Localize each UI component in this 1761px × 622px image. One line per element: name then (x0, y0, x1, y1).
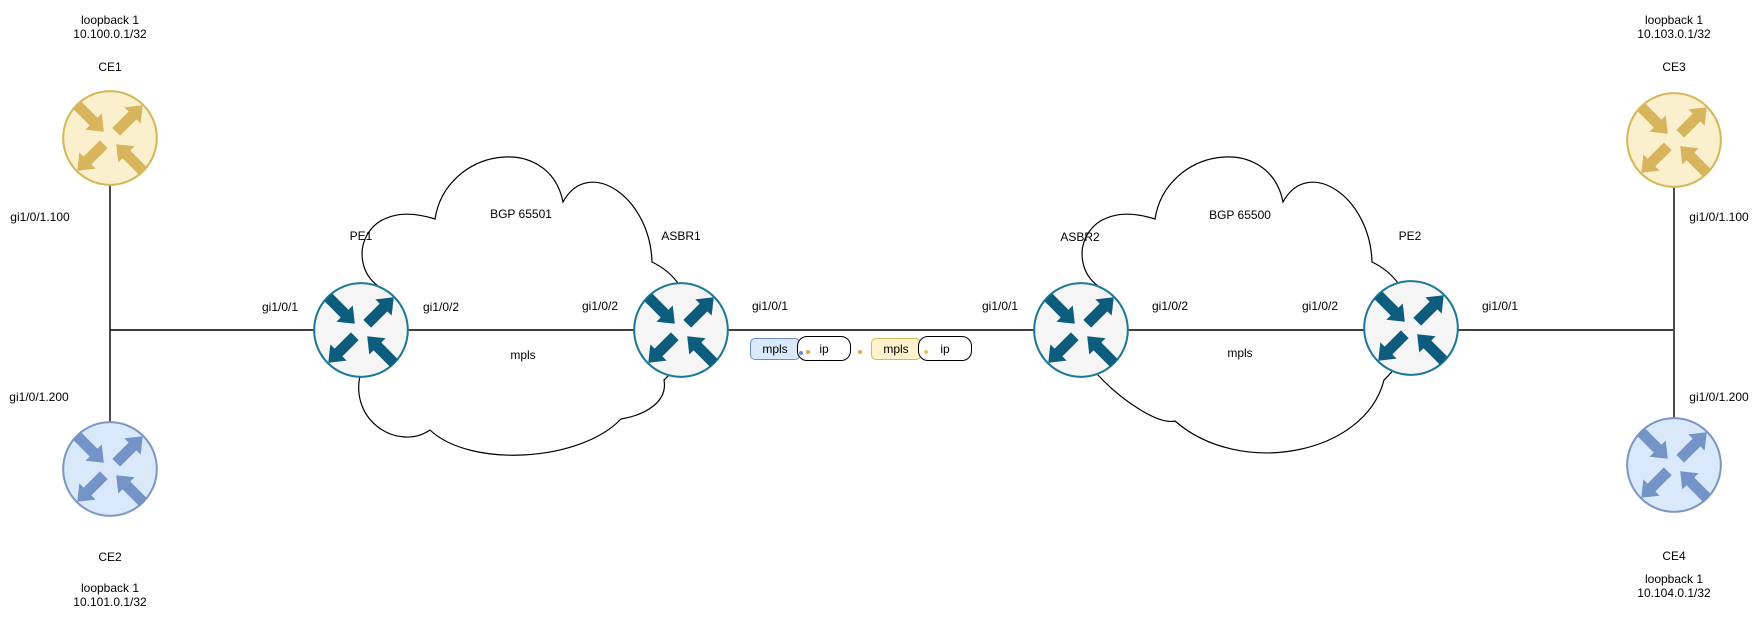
packet-separator-dot (858, 350, 862, 354)
packet-separator-dot (924, 350, 928, 354)
ce1-label: CE1 (98, 60, 122, 74)
iface-asbr1-core: gi1/0/2 (581, 299, 619, 313)
ce1-loopback-title: loopback 1 (80, 13, 140, 27)
packet-mpls-text: mpls (883, 342, 909, 356)
router-icon (62, 90, 158, 186)
right-cloud-mpls-label: mpls (1227, 346, 1253, 360)
ce3-loopback-title: loopback 1 (1644, 13, 1704, 27)
iface-pe1-lan: gi1/0/1 (261, 300, 299, 314)
iface-ce2-access: gi1/0/1.200 (9, 390, 69, 404)
asbr2-label: ASBR2 (1060, 230, 1100, 244)
router-node-pe2[interactable] (1362, 279, 1460, 377)
iface-asbr2-inter-as: gi1/0/1 (981, 299, 1019, 313)
ce4-label: CE4 (1662, 549, 1686, 563)
router-icon (313, 282, 409, 378)
packet-ip-box[interactable]: ip (797, 336, 851, 361)
iface-pe2-lan: gi1/0/1 (1481, 299, 1519, 313)
router-node-asbr2[interactable] (1032, 281, 1130, 379)
left-cloud-mpls-label: mpls (510, 348, 536, 362)
ce4-loopback-ip: 10.104.0.1/32 (1637, 586, 1711, 600)
packet-ip-box[interactable]: ip (918, 336, 972, 361)
router-node-ce1[interactable] (61, 89, 159, 187)
iface-ce1-access: gi1/0/1.100 (10, 210, 70, 224)
router-node-ce2[interactable] (61, 420, 159, 518)
iface-pe1-core: gi1/0/2 (422, 300, 460, 314)
iface-ce4-access: gi1/0/1.200 (1689, 390, 1749, 404)
router-node-ce3[interactable] (1625, 91, 1723, 189)
router-node-pe1[interactable] (312, 281, 410, 379)
router-icon (633, 282, 729, 378)
ce3-label: CE3 (1662, 60, 1686, 74)
packet-separator-dot (799, 351, 803, 355)
pe2-label: PE2 (1398, 229, 1422, 243)
iface-asbr1-inter-as: gi1/0/1 (751, 299, 789, 313)
ce3-loopback-ip: 10.103.0.1/32 (1637, 27, 1711, 41)
iface-pe2-core: gi1/0/2 (1301, 299, 1339, 313)
pe1-label: PE1 (349, 229, 373, 243)
router-icon (1363, 280, 1459, 376)
packet-separator-dot (806, 350, 810, 354)
ce2-loopback-title: loopback 1 (80, 581, 140, 595)
router-node-asbr1[interactable] (632, 281, 730, 379)
router-icon (1626, 92, 1722, 188)
ce2-loopback-ip: 10.101.0.1/32 (73, 595, 147, 609)
iface-ce3-access: gi1/0/1.100 (1689, 210, 1749, 224)
packet-ip-text: ip (940, 341, 950, 356)
router-icon (1626, 417, 1722, 513)
router-icon (62, 421, 158, 517)
ce2-label: CE2 (98, 550, 122, 564)
ce4-loopback-title: loopback 1 (1644, 572, 1704, 586)
packet-mpls-text: mpls (762, 342, 788, 356)
packet-mpls-label-blue[interactable]: mpls (750, 338, 800, 360)
packet-mpls-label-yellow[interactable]: mpls (871, 338, 921, 360)
packet-ip-text: ip (819, 341, 829, 356)
router-icon (1033, 282, 1129, 378)
bgp-65500-label: BGP 65500 (1209, 208, 1271, 222)
asbr1-label: ASBR1 (661, 229, 701, 243)
router-node-ce4[interactable] (1625, 416, 1723, 514)
iface-asbr2-core: gi1/0/2 (1151, 299, 1189, 313)
bgp-65501-label: BGP 65501 (490, 207, 552, 221)
ce1-loopback-ip: 10.100.0.1/32 (73, 27, 147, 41)
